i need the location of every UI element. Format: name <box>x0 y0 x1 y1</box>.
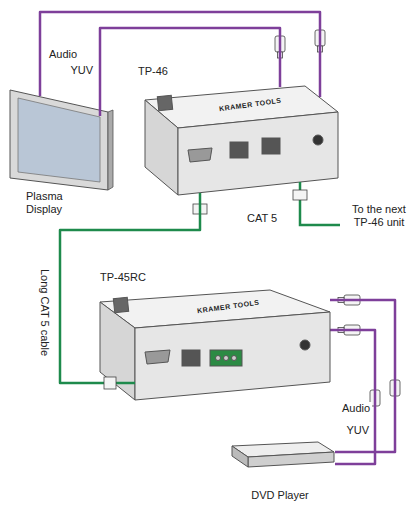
cable-label: Audio <box>340 402 372 415</box>
cat5-cable <box>92 182 340 383</box>
device-label: TP-46 <box>138 65 168 78</box>
cable-label: YUV <box>345 424 372 437</box>
device-label: Plasma Display <box>26 190 86 216</box>
cable <box>335 330 375 464</box>
cable <box>100 28 280 86</box>
device-node: DVD Player <box>225 442 335 504</box>
plasma-display <box>10 90 113 190</box>
av-cable-end <box>40 62 337 330</box>
cable-label: YUV <box>69 64 96 77</box>
cable-label: Long CAT 5 cable <box>38 266 51 357</box>
cable <box>60 202 200 383</box>
cable <box>335 300 395 452</box>
device-node: TP-46 <box>130 62 340 202</box>
device-label: TP-45RC <box>100 271 146 284</box>
cable-note: To the next TP-46 unit <box>344 203 414 229</box>
cable-note: CAT 5 <box>247 212 277 225</box>
dvd-player <box>232 442 334 467</box>
cable <box>40 12 320 86</box>
device-node: Plasma Display <box>8 86 118 220</box>
cable-label: Audio <box>47 48 79 61</box>
device-label: DVD Player <box>248 489 312 502</box>
tp46-device <box>145 86 338 195</box>
rj45-plug <box>104 190 307 389</box>
device-node: TP-45RC <box>92 268 337 428</box>
